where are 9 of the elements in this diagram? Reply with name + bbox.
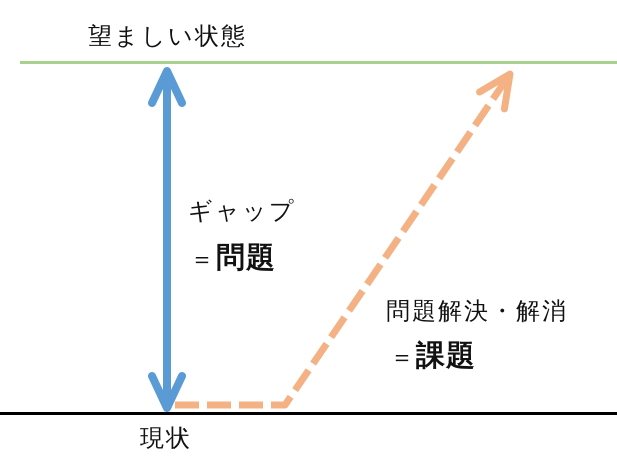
double-headed-arrow xyxy=(148,67,186,412)
annotation-text: ギャップ xyxy=(188,196,296,227)
state-label: 望ましい状態 xyxy=(88,22,247,51)
annotation-text: ＝課題 xyxy=(390,337,476,374)
dashed-arrow xyxy=(175,70,514,408)
annotation-text: ＝問題 xyxy=(190,239,276,276)
state-label: 現状 xyxy=(140,424,192,453)
annotation-text: 問題解決・解消 xyxy=(386,296,568,327)
goal-line xyxy=(20,22,617,64)
